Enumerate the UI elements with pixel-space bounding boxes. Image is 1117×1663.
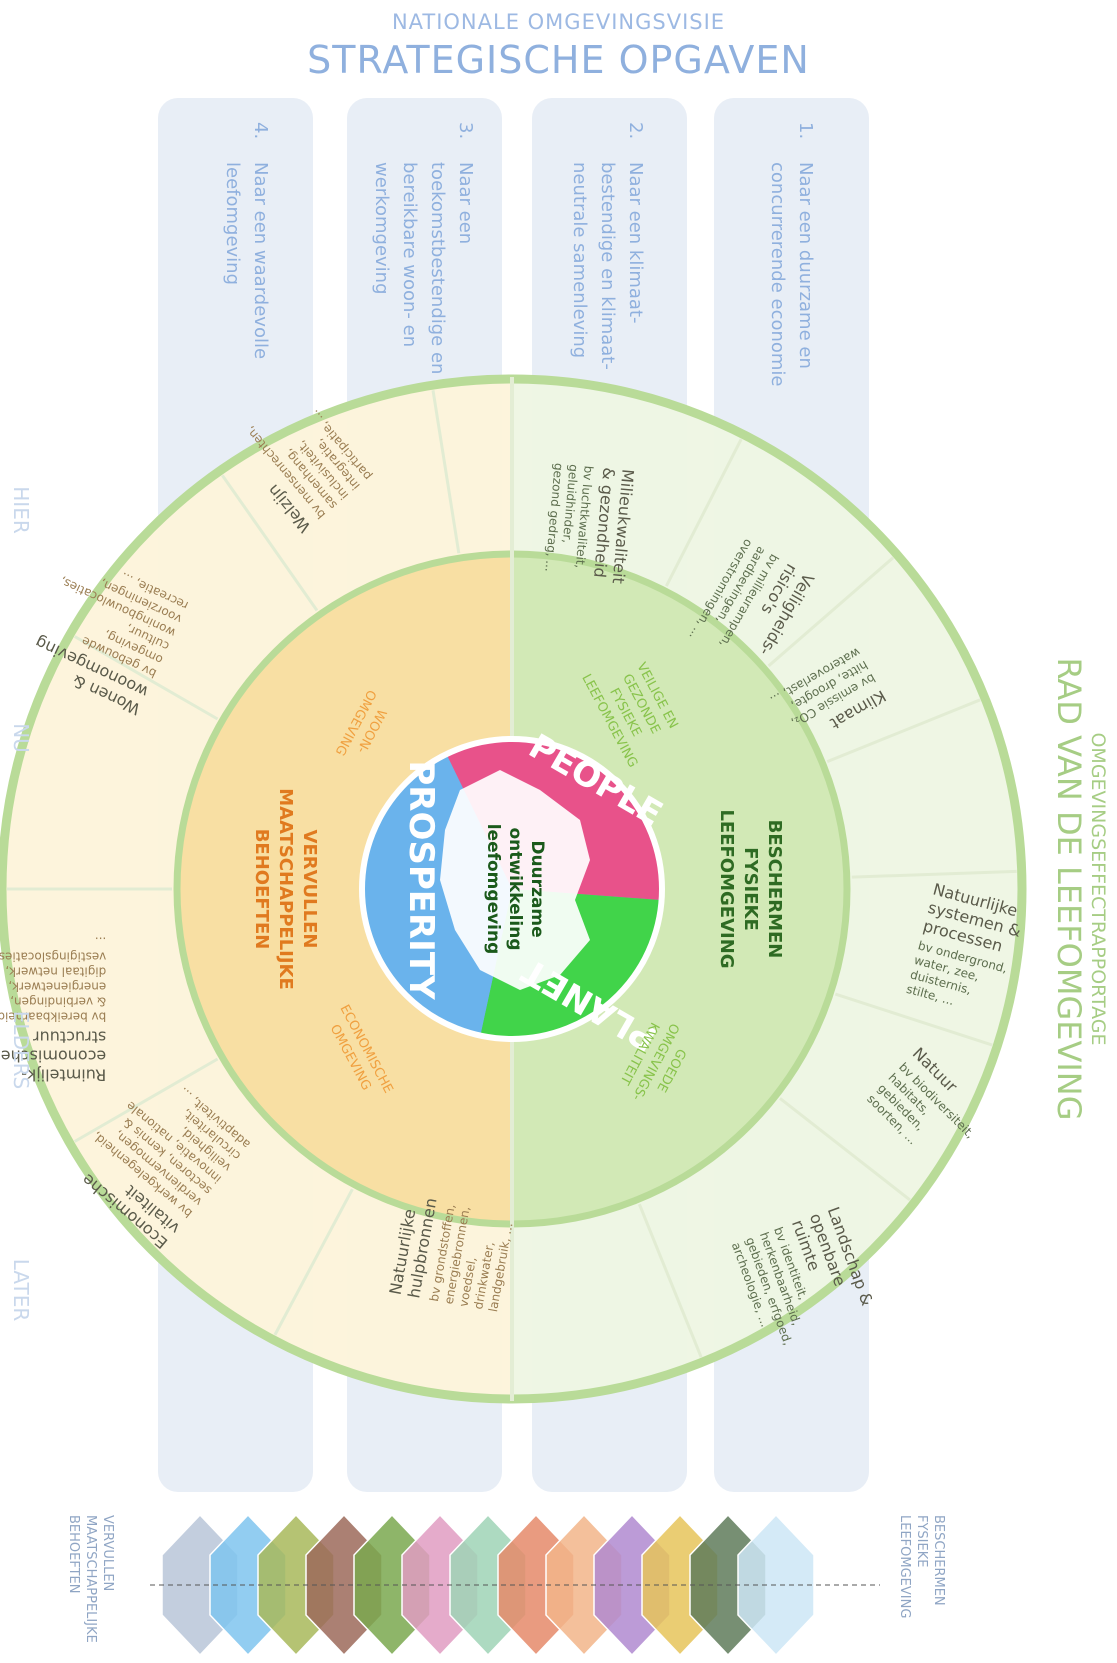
outer-ring-spoke	[826, 698, 981, 764]
opgave-line-4-1: Naar een waardevolle	[250, 162, 271, 359]
header-subtitle: NATIONALE OMGEVINGSVISIE	[391, 10, 726, 34]
bottom-left-2: MAATSCHAPPELIJKE	[83, 1515, 98, 1643]
right-title-subtitle: OMGEVINGSEFFECTRAPPORTAGE	[1087, 732, 1109, 1045]
opgave-text-4: 4. Naar een waardevolle leefomgeving	[222, 122, 271, 359]
opgave-number-1: 1.	[795, 122, 816, 139]
middle-right-main-1: BESCHERMEN	[764, 820, 785, 959]
outer-ring-spoke	[767, 556, 895, 668]
middle-left-main: VERVULLEN MAATSCHAPPELIJKE BEHOEFTEN	[251, 788, 320, 990]
time-label-later: LATER	[9, 1259, 33, 1322]
outer-segment-title: structuur	[33, 1028, 107, 1047]
outer-segment-detail: digitaal netwerk,	[5, 965, 106, 979]
outer-ring-spoke	[221, 474, 319, 612]
outer-segment-detail: bv bereikbaarheid	[0, 1010, 106, 1024]
outer-ring-spoke	[665, 438, 743, 587]
outer-ring-spoke	[73, 1057, 219, 1143]
opgave-text-1: 1. Naar een duurzame en concurrerende ec…	[767, 122, 816, 387]
opgave-text-3: 3. Naar een toekomstbestendige en bereik…	[371, 122, 476, 374]
middle-ring-right	[512, 555, 846, 1223]
opgave-line-1-1: Naar een duurzame en	[795, 162, 816, 369]
opgave-line-3-3: bereikbare woon- en	[399, 162, 420, 347]
outer-ring-spoke	[851, 869, 1017, 879]
core-label: Duurzame ontwikkeling leefomgeving	[483, 824, 547, 955]
middle-ring-left	[178, 555, 512, 1223]
time-label-elders: ELDERS	[9, 1011, 33, 1089]
outer-segment-title: Ruimtelijk-	[21, 1066, 106, 1085]
bottom-right-label: BESCHERMEN FYSIEKE LEEFOMGEVING	[897, 1515, 946, 1618]
bottom-right-2: FYSIEKE	[914, 1515, 929, 1567]
opgave-line-4-2: leefomgeving	[222, 162, 243, 285]
core-line-2: ontwikkeling	[505, 827, 525, 950]
time-label-nu: NU	[9, 723, 33, 753]
bottom-left-1: VERVULLEN	[100, 1515, 115, 1591]
wheel	[0, 374, 1027, 1404]
outer-segment-detail: ...	[95, 935, 106, 949]
outer-ring-spoke	[73, 635, 219, 721]
bottom-left-label: VERVULLEN MAATSCHAPPELIJKE BEHOEFTEN	[66, 1515, 115, 1643]
opgave-line-3-4: werkomgeving	[371, 162, 392, 295]
opgave-line-2-3: neutrale samenleving	[569, 162, 590, 358]
middle-left-main-1: VERVULLEN	[299, 830, 320, 949]
opgave-line-3-1: Naar een	[455, 162, 476, 244]
middle-left-main-2: MAATSCHAPPELIJKE	[275, 788, 296, 990]
right-title-main: RAD VAN DE LEEFOMGEVING	[1050, 657, 1088, 1120]
middle-left-main-3: BEHOEFTEN	[251, 829, 272, 950]
outer-ring-spoke	[273, 1188, 354, 1336]
time-label-hier: HIER	[9, 486, 33, 534]
header-title: STRATEGISCHE OPGAVEN	[307, 38, 810, 82]
outer-ring-spokes	[7, 389, 1017, 1358]
outer-segment-title: economische	[1, 1047, 107, 1066]
opgave-text-2: 2. Naar een klimaat- bestendige en klima…	[569, 122, 646, 370]
map-silhouette-icon	[440, 770, 590, 990]
core-line-1: Duurzame	[527, 840, 547, 937]
outer-ring-spoke	[779, 1097, 911, 1202]
outer-segment-detail: geluidhinder,	[560, 464, 581, 544]
middle-right-main: BESCHERMEN FYSIEKE LEEFOMGEVING	[716, 809, 785, 968]
opgave-line-2-2: bestendige en klimaat-	[597, 162, 618, 370]
middle-right-main-2: FYSIEKE	[740, 847, 761, 931]
center-border	[359, 736, 665, 1042]
bottom-right-3: LEEFOMGEVING	[897, 1515, 912, 1618]
prosperity-label: PROSPERITY	[401, 760, 441, 1000]
opgave-line-3-2: toekomstbestendige en	[427, 162, 448, 374]
bottom-layer-strip	[150, 1513, 880, 1657]
outer-segment-detail: energienetwerk,	[8, 980, 106, 994]
middle-right-main-3: LEEFOMGEVING	[716, 809, 737, 968]
opgave-line-2-1: Naar een klimaat-	[625, 162, 646, 324]
outer-ring-spoke	[834, 992, 993, 1047]
outer-segment-detail: & verbindingen,	[10, 995, 106, 1009]
opgave-line-1-2: concurrerende economie	[767, 162, 788, 387]
opgave-number-2: 2.	[625, 122, 646, 139]
outer-segment-detail: vestigingslocaties,	[0, 950, 106, 964]
outer-ring-spoke	[637, 1203, 703, 1358]
opgave-number-3: 3.	[455, 122, 476, 139]
right-title: OMGEVINGSEFFECTRAPPORTAGE RAD VAN DE LEE…	[1050, 657, 1109, 1120]
core-line-3: leefomgeving	[483, 824, 503, 955]
opgave-number-4: 4.	[250, 122, 271, 139]
outer-ring-spoke	[431, 389, 461, 554]
center-circle	[364, 741, 660, 1037]
bottom-right-1: BESCHERMEN	[931, 1515, 946, 1606]
bottom-left-3: BEHOEFTEN	[66, 1515, 81, 1593]
